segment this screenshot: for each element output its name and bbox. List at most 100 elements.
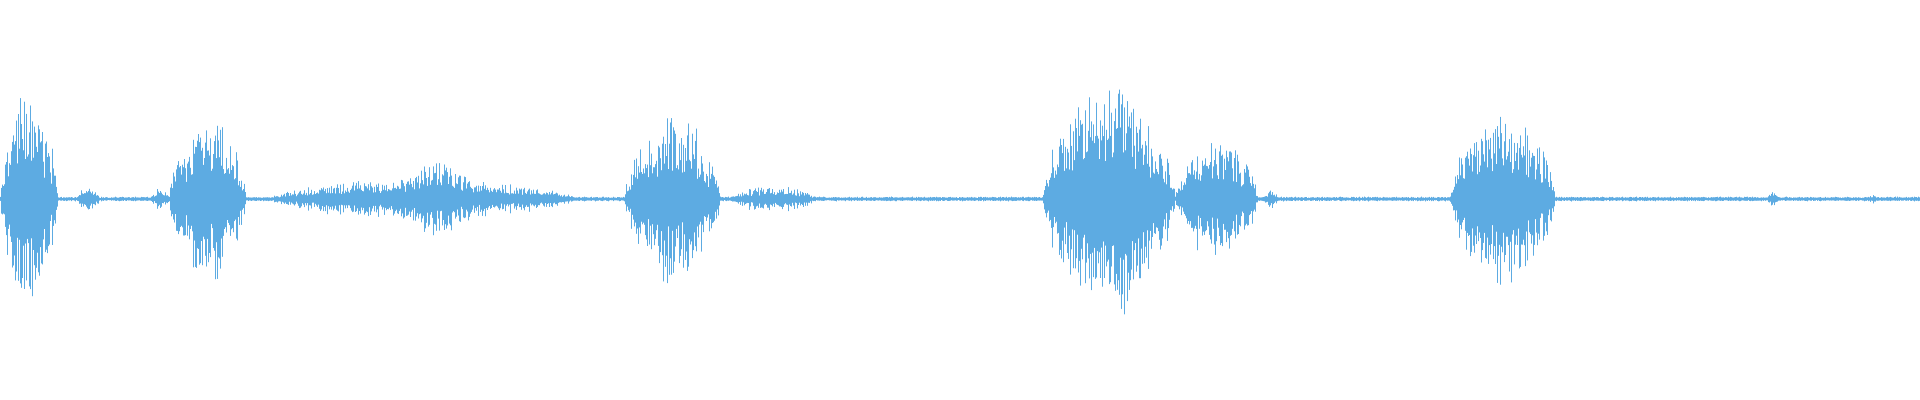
waveform-sample [1597,197,1598,201]
waveform-sample [1186,178,1187,219]
waveform-sample [1446,197,1447,201]
waveform-sample [212,168,213,229]
waveform-sample [1175,196,1176,201]
waveform-sample [1727,197,1728,201]
waveform-sample [1328,197,1329,201]
waveform-sample [465,177,466,218]
waveform-sample [1199,173,1200,229]
waveform-sample [114,197,115,201]
waveform-sample [807,193,808,206]
waveform-sample [1393,197,1394,201]
waveform-sample [1183,185,1184,212]
waveform-sample [1456,183,1457,211]
waveform-sample [1251,185,1252,211]
waveform-sample [80,195,81,204]
waveform-sample [1436,197,1437,201]
waveform-sample [1029,197,1030,202]
waveform-sample [50,172,51,221]
waveform-sample [1760,197,1761,201]
waveform-sample [816,197,817,201]
waveform-sample [1188,173,1189,221]
waveform-sample [815,196,816,202]
waveform-sample [536,190,537,208]
waveform-sample [254,197,255,201]
waveform-sample [1410,197,1411,201]
waveform-sample [1848,197,1849,201]
waveform-sample [329,187,330,210]
waveform-sample [924,196,925,201]
waveform-sample [1746,196,1747,201]
waveform-sample [817,197,818,201]
waveform-sample [1595,197,1596,201]
waveform-sample [751,196,752,203]
waveform-sample [1359,196,1360,202]
waveform-sample [937,197,938,201]
waveform-sample [858,197,859,201]
waveform-sample [369,190,370,208]
waveform-sample [1751,197,1752,201]
waveform-sample [174,176,175,223]
waveform-sample [401,179,402,217]
waveform-sample [1670,196,1671,201]
waveform-sample [728,196,729,201]
waveform-sample [1534,156,1535,245]
waveform-sample [632,185,633,215]
waveform-sample [1117,128,1118,290]
waveform-sample [927,197,928,201]
waveform-sample [1379,197,1380,201]
waveform-sample [1535,179,1536,220]
waveform-sample [39,129,40,276]
waveform-sample [403,183,404,219]
waveform-sample [1695,197,1696,202]
waveform-sample [1323,197,1324,201]
waveform-sample [238,185,239,217]
waveform-sample [1466,156,1467,250]
waveform-sample [199,142,200,265]
waveform-sample [262,197,263,201]
waveform-sample [1003,197,1004,201]
waveform-sample [253,197,254,201]
waveform-sample [1841,198,1842,201]
waveform-sample [421,170,422,223]
waveform-sample [1472,171,1473,229]
waveform-sample [301,193,302,207]
waveform-sample [1659,197,1660,201]
waveform-sample [1580,197,1581,202]
waveform-sample [128,197,129,201]
waveform-sample [647,164,648,246]
waveform-sample [1839,197,1840,201]
waveform-sample [834,197,835,201]
waveform-sample [1087,151,1088,244]
waveform-sample [845,197,846,202]
waveform-sample [886,197,887,202]
waveform-sample [1904,197,1905,201]
waveform-sample [1093,124,1094,278]
waveform-sample [1607,197,1608,201]
waveform-sample [828,197,829,201]
waveform-sample [201,150,202,241]
waveform-sample [15,141,16,281]
waveform-sample [1723,197,1724,201]
waveform-sample [486,190,487,208]
waveform-sample [160,191,161,208]
waveform-sample [625,194,626,205]
waveform-sample [335,193,336,206]
waveform-sample [544,193,545,207]
waveform-sample [697,178,698,227]
waveform-sample [1343,197,1344,201]
waveform-sample [460,175,461,222]
waveform-sample [1871,197,1872,201]
waveform-sample [698,168,699,238]
waveform-sample [719,193,720,206]
waveform-sample [1806,197,1807,201]
waveform-sample [1242,185,1243,212]
waveform-sample [880,197,881,201]
waveform-sample [314,191,315,207]
waveform-sample [692,133,693,259]
waveform-sample [1713,197,1714,201]
waveform-sample [1262,197,1263,201]
waveform-sample [1892,197,1893,201]
waveform-sample [864,197,865,201]
waveform-sample [573,197,574,201]
waveform-sample [385,190,386,208]
